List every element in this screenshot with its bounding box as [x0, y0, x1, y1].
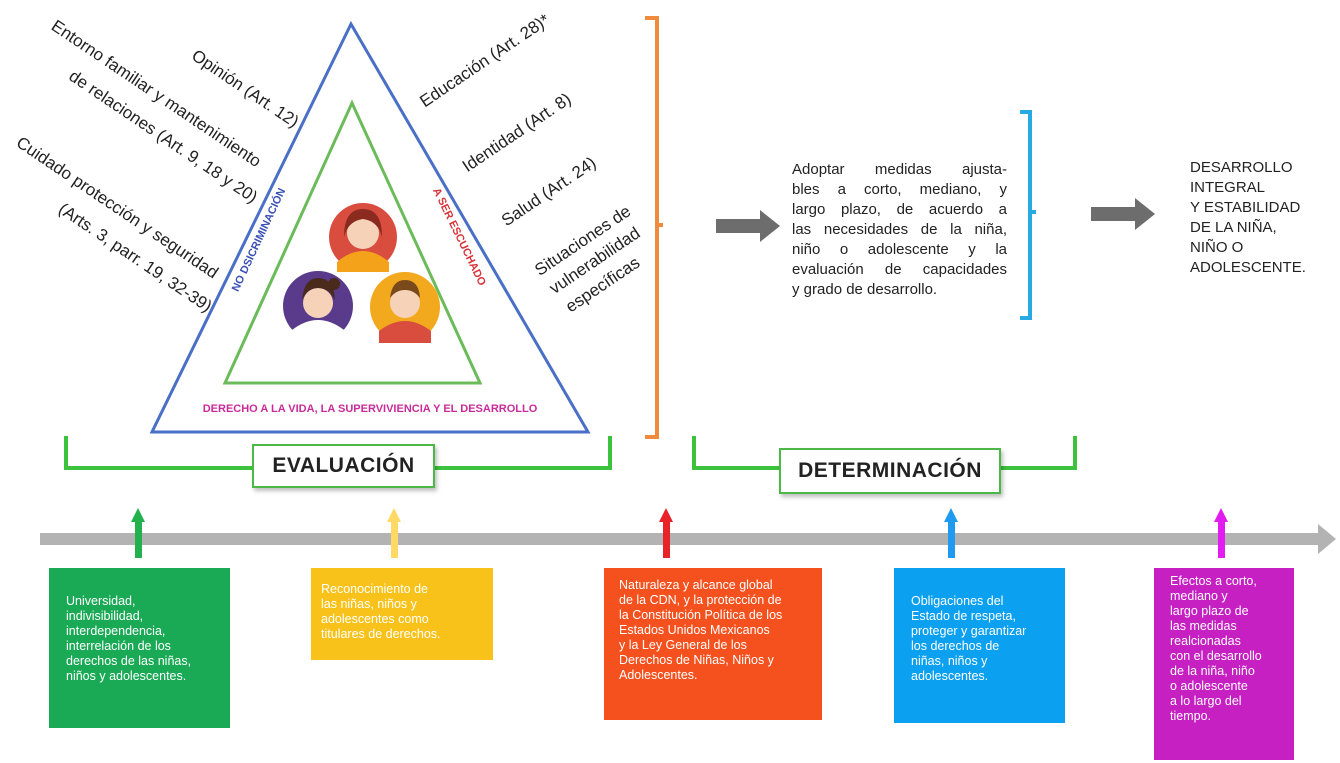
- arrow-to-result: [1091, 198, 1155, 230]
- avatar-girl-left: [283, 271, 353, 342]
- derecho-vida-label: DERECHO A LA VIDA, LA SUPERVIVIENCIA Y E…: [202, 403, 538, 415]
- box-line: las medidas: [1170, 619, 1237, 633]
- box-line: las niñas, niños y: [321, 597, 417, 611]
- box-line: Estados Unidos Mexicanos: [619, 623, 770, 637]
- box-line: niñas, niños y: [911, 654, 988, 668]
- box-line: adolescentes.: [911, 669, 989, 683]
- box-line: con el desarrollo: [1170, 649, 1262, 663]
- box-line: derechos de las niñas,: [66, 654, 192, 668]
- box-line: adolescentes como: [321, 612, 429, 626]
- box-line: a lo largo del: [1170, 694, 1242, 708]
- avatar-girl-top: [329, 203, 397, 272]
- box-naturaleza: Naturaleza y alcance global de la CDN, y…: [604, 568, 822, 720]
- box-line: Adolescentes.: [619, 668, 698, 682]
- timeline-arrowhead: [1318, 524, 1336, 554]
- outer-triangle: [149, 20, 591, 434]
- box-line: indivisibilidad,: [66, 609, 144, 623]
- arrow-up-1: [131, 508, 145, 558]
- arrow-up-2: [387, 508, 401, 558]
- avatar-boy-right: [370, 272, 440, 343]
- box-line: los derechos de: [911, 639, 1000, 653]
- box-line: la Constitución Política de los: [619, 608, 783, 622]
- determination-paragraph: Adoptar medidas ajusta- bles a corto, me…: [792, 160, 1007, 300]
- blue-bracket: [1020, 110, 1032, 320]
- box-line: o adolescente: [1170, 679, 1248, 693]
- determinacion-tag: DETERMINACIÓN: [779, 448, 1001, 494]
- inner-triangle: [222, 99, 483, 385]
- box-line: Estado de respeta,: [911, 609, 1016, 623]
- box-reconocimiento: Reconocimiento de las niñas, niños y ado…: [311, 568, 493, 660]
- box-line: Derechos de Niñas, Niños y: [619, 653, 774, 667]
- box-line: y la Ley General de los: [619, 638, 747, 652]
- timeline-bar: [40, 533, 1320, 545]
- result-line: Y ESTABILIDAD: [1190, 199, 1301, 216]
- box-line: Naturaleza y alcance global: [619, 578, 773, 592]
- box-line: Obligaciones del: [911, 594, 1004, 608]
- box-line: Reconocimiento de: [321, 582, 429, 596]
- box-line: Universidad,: [66, 594, 136, 608]
- box-line: realcionadas: [1170, 634, 1241, 648]
- box-line: interdependencia,: [66, 624, 166, 638]
- determination-line: Adoptar medidas ajusta-: [792, 161, 1007, 178]
- box-line: mediano y: [1170, 589, 1228, 603]
- determination-line: evaluación de capacidades: [792, 261, 1007, 278]
- result-line: DE LA NIÑA,: [1190, 219, 1277, 236]
- box-line: titulares de derechos.: [321, 627, 441, 641]
- box-line: tiempo.: [1170, 709, 1211, 723]
- determination-line: bles a corto, mediano, y: [792, 181, 1007, 198]
- result-text: DESARROLLO INTEGRAL Y ESTABILIDAD DE LA …: [1190, 158, 1330, 278]
- result-line: ADOLESCENTE.: [1190, 259, 1306, 276]
- arrow-up-4: [944, 508, 958, 558]
- box-efectos: Efectos a corto, mediano y largo plazo d…: [1154, 568, 1294, 760]
- arrow-to-determination: [716, 210, 780, 242]
- result-line: DESARROLLO: [1190, 159, 1293, 176]
- box-line: interrelación de los: [66, 639, 171, 653]
- result-line: INTEGRAL: [1190, 179, 1266, 196]
- box-universalidad: Universidad, indivisibilidad, interdepen…: [49, 568, 230, 728]
- orange-bracket: [645, 16, 659, 439]
- result-line: NIÑO O: [1190, 239, 1244, 256]
- box-line: de la niña, niño: [1170, 664, 1255, 678]
- box-line: proteger y garantizar: [911, 624, 1027, 638]
- determination-line: largo plazo, de acuerdo a: [792, 201, 1007, 218]
- arrow-up-3: [659, 508, 673, 558]
- box-line: Efectos a corto,: [1170, 574, 1257, 588]
- box-line: niños y adolescentes.: [66, 669, 187, 683]
- determination-line: niño o adolescente y la: [792, 241, 1007, 258]
- box-obligaciones: Obligaciones del Estado de respeta, prot…: [894, 568, 1065, 723]
- determination-line: las necesidades de la niña,: [792, 221, 1007, 238]
- evaluacion-tag: EVALUACIÓN: [252, 444, 435, 488]
- determination-line: y grado de desarrollo.: [792, 281, 938, 298]
- box-line: largo plazo de: [1170, 604, 1249, 618]
- box-line: de la CDN, y la protección de: [619, 593, 782, 607]
- arrow-up-5: [1214, 508, 1228, 558]
